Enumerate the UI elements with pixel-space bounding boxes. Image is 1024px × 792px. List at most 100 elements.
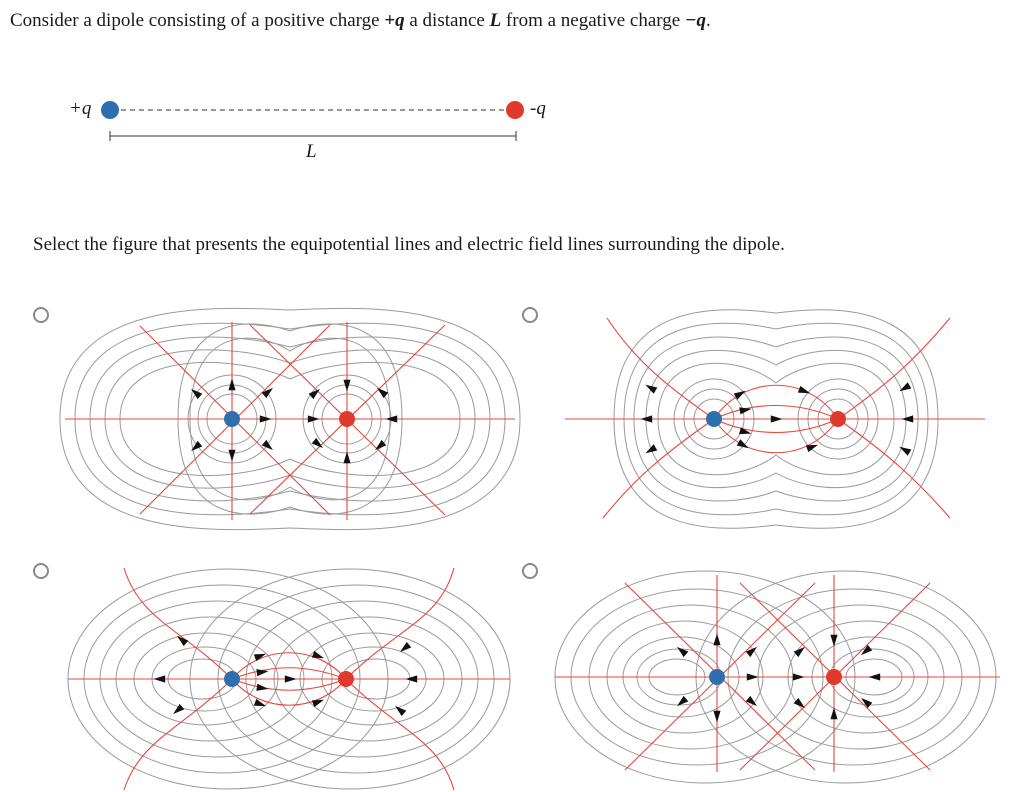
positive-charge-dot [706,411,722,427]
field-arrow [793,697,805,709]
positive-charge-dot [224,411,240,427]
field-arrow [805,444,819,453]
field-arrow [259,415,272,423]
negative-charge-dot [826,669,842,685]
option-d-radio[interactable] [522,563,538,579]
field-arrow [284,675,297,683]
field-arrow [191,388,203,400]
field-line [345,567,455,680]
field-arrow [261,439,273,451]
equipotential-line [59,307,521,531]
field-arrow [228,449,236,462]
field-arrow [311,699,325,708]
field-line [231,678,347,706]
field-arrow [899,382,912,392]
field-arrow [713,633,721,646]
positive-charge-dot [709,669,725,685]
negative-charge-dot [506,101,524,119]
field-arrow [645,444,658,454]
field-arrow [861,644,873,656]
field-arrow [899,446,912,456]
negative-charge-dot [339,411,355,427]
field-line [231,678,347,691]
distance-symbol: L [489,10,502,31]
length-label: L [306,141,317,162]
field-arrow [745,695,757,707]
field-arrow [861,697,873,709]
field-line [606,317,715,420]
field-arrow [307,415,320,423]
positive-charge-dot [101,101,119,119]
option-b-radio[interactable] [522,307,538,323]
field-line [837,418,951,519]
field-arrow [677,695,689,707]
option-c-radio[interactable] [33,563,49,579]
question-text: Consider a dipole consisting of a positi… [10,10,711,32]
field-line [231,667,347,680]
question-prefix: Consider a dipole consisting of a positi… [10,10,385,31]
field-arrow [830,707,838,720]
field-arrow [153,675,166,683]
neg-charge-symbol: −q [684,10,706,31]
field-arrow [745,646,757,658]
negative-charge-dot [338,671,354,687]
field-arrow [261,387,273,399]
field-arrow [868,673,881,681]
field-arrow [256,669,269,677]
field-arrow [308,388,320,400]
field-line [713,418,839,434]
field-arrow [640,415,653,423]
field-arrow [405,675,418,683]
field-arrow [253,698,267,707]
field-line [713,418,839,454]
neg-charge-label: -q [530,98,546,119]
field-arrow [343,451,351,464]
pos-charge-label: +q [69,98,92,119]
field-arrow [311,437,323,449]
field-arrow [228,378,236,391]
field-arrow [253,653,267,662]
field-line [231,652,347,680]
field-arrow [793,646,805,658]
question-suffix: . [705,10,711,31]
field-arrow [739,427,752,435]
field-line [123,567,233,680]
field-line [713,384,839,420]
field-line [713,404,839,420]
field-line [602,418,715,519]
field-arrow [375,439,387,451]
field-arrow [385,415,398,423]
field-line [123,678,233,791]
field-arrow [736,439,749,449]
field-arrow [770,415,783,423]
field-arrow [400,641,412,653]
field-arrow [645,384,658,394]
field-line [837,317,951,420]
option-a-radio[interactable] [33,307,49,323]
field-arrow [733,390,746,400]
field-arrow [177,635,189,647]
field-arrow [792,673,805,681]
field-arrow [395,705,407,717]
negative-charge-dot [830,411,846,427]
field-arrow [901,415,914,423]
instruction-text: Select the figure that presents the equi… [33,234,785,255]
question-middle1: a distance [404,10,490,31]
field-arrow [343,379,351,392]
field-arrow [377,387,389,399]
field-arrow [739,407,752,415]
field-arrow [713,710,721,723]
field-arrow [746,673,759,681]
field-arrow [830,634,838,647]
field-arrow [173,703,185,715]
field-arrow [191,440,203,452]
pos-charge-symbol: +q [384,10,405,31]
dipole-svg [101,101,524,141]
field-arrow [677,646,689,658]
positive-charge-dot [224,671,240,687]
question-middle2: from a negative charge [501,10,685,31]
field-arrow [311,650,325,659]
